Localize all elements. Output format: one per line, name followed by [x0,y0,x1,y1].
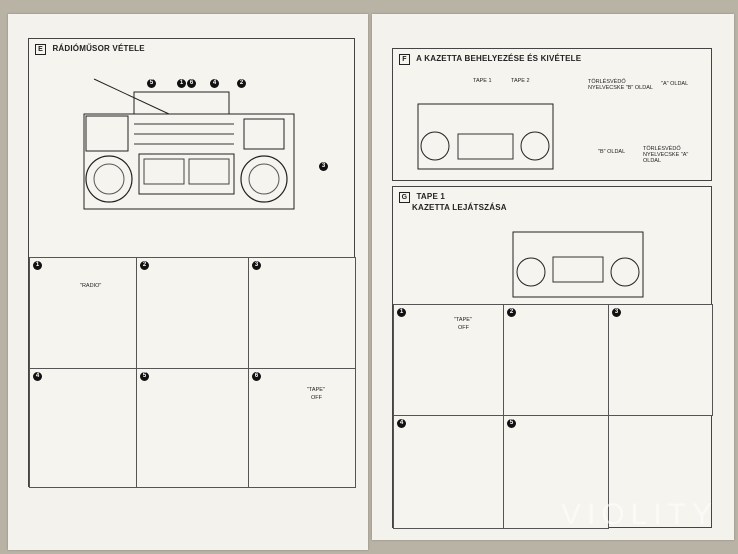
step-cell-6: 6 "TAPE" OFF [248,368,356,488]
section-letter: E [35,44,46,55]
section-g-letter: G [399,192,410,203]
step-cell-3: 3 [248,257,356,369]
right-page: F A KAZETTA BEHELYEZÉSE ÉS KIVÉTELE TAPE… [372,14,734,540]
step-cell-2: 2 [136,257,249,369]
boombox-g-illustration [512,231,644,298]
section-e-box: E RÁDIÓMŰSOR VÉTELE 5 1 6 4 2 3 [28,38,356,488]
g-step-5: 5 [503,415,609,529]
step-cell-4: 4 [29,368,137,488]
g-step-3: 3 [608,304,713,416]
section-g-title1: TAPE 1 [416,192,446,201]
boombox-f-illustration [417,103,554,170]
section-g-title2: KAZETTA LEJÁTSZÁSA [412,203,507,212]
boombox-illustration [83,78,295,210]
g-step-1: 1 "TAPE" OFF [393,304,504,416]
watermark: VIOLITY [560,498,718,531]
section-title: RÁDIÓMŰSOR VÉTELE [52,44,145,53]
left-page: E RÁDIÓMŰSOR VÉTELE 5 1 6 4 2 3 [8,14,368,550]
step-cell-1: 1 "RADIO" [29,257,137,369]
callout-3: 3 [319,162,328,171]
section-g-box: G TAPE 1 KAZETTA LEJÁTSZÁSA 1 "TAPE" OFF… [392,186,713,529]
callout-1: 1 [177,79,186,88]
callout-2: 2 [237,79,246,88]
section-f-title: A KAZETTA BEHELYEZÉSE ÉS KIVÉTELE [416,54,582,63]
callout-4: 4 [210,79,219,88]
callout-6: 6 [187,79,196,88]
g-step-4: 4 [393,415,504,529]
section-f-box: F A KAZETTA BEHELYEZÉSE ÉS KIVÉTELE TAPE… [392,48,712,181]
callout-5: 5 [147,79,156,88]
section-f-letter: F [399,54,410,65]
g-step-2: 2 [503,304,609,416]
step-cell-5: 5 [136,368,249,488]
